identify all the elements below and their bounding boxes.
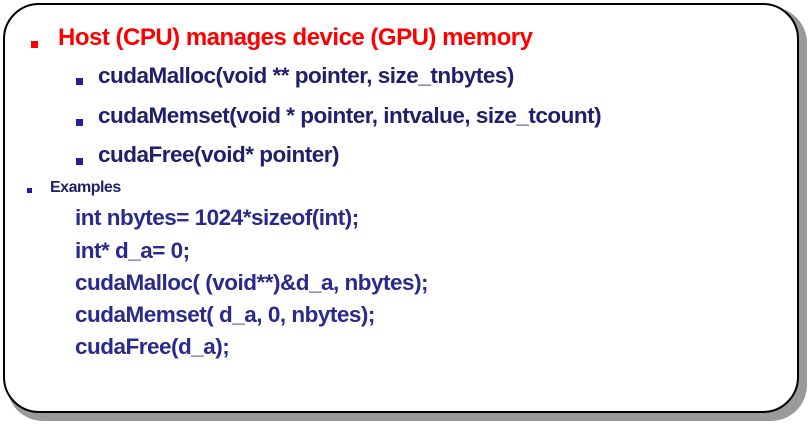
heading: Host (CPU) manages device (GPU) memory	[58, 24, 533, 51]
function-item-malloc: cudaMalloc(void ** pointer, size_tnbytes…	[98, 63, 514, 88]
examples-bullet-icon	[27, 188, 32, 193]
code-line: int nbytes= 1024*sizeof(int);	[75, 205, 359, 230]
examples-label: Examples	[50, 179, 121, 196]
code-line: cudaMalloc( (void**)&d_a, nbytes);	[75, 270, 429, 295]
content-frame	[3, 3, 799, 413]
function-item-free: cudaFree(void* pointer)	[98, 142, 340, 167]
code-line: cudaFree(d_a);	[75, 334, 230, 359]
code-line: cudaMemset( d_a, 0, nbytes);	[75, 302, 375, 327]
heading-bullet-icon	[31, 41, 38, 48]
function-bullet-icon	[76, 78, 83, 85]
code-line: int* d_a= 0;	[75, 238, 190, 263]
function-bullet-icon	[76, 119, 83, 126]
function-bullet-icon	[76, 158, 83, 165]
function-item-memset: cudaMemset(void * pointer, intvalue, siz…	[98, 103, 602, 128]
